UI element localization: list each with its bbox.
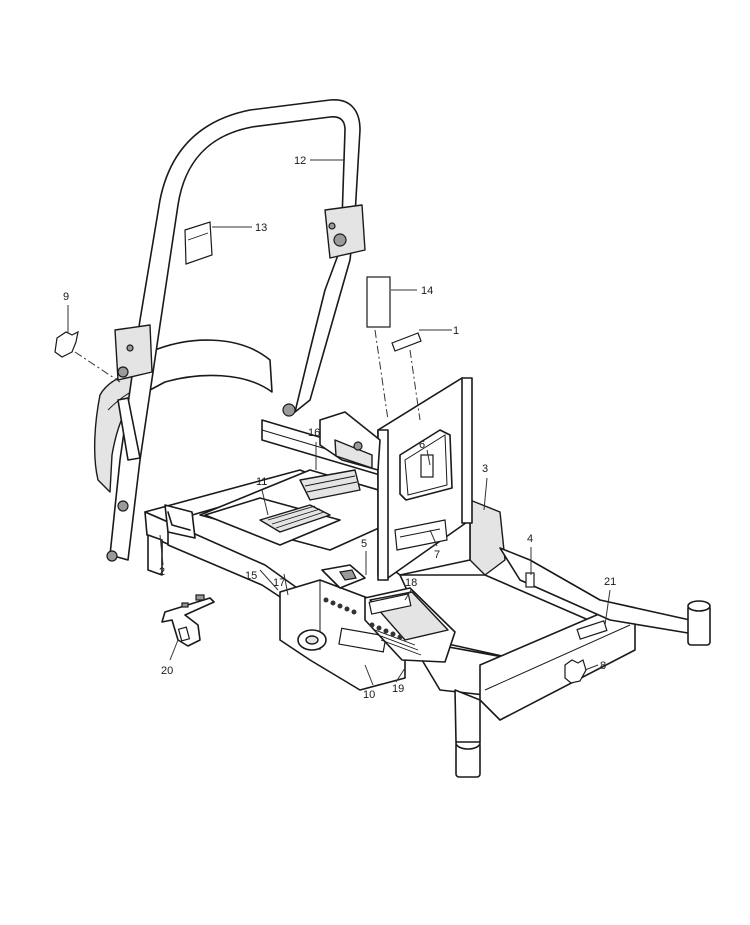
explode-line-9 bbox=[74, 351, 121, 383]
callout-19: 19 bbox=[392, 683, 404, 695]
fender-bracket bbox=[323, 587, 456, 663]
callout-16: 16 bbox=[308, 427, 320, 439]
seat-latch bbox=[321, 564, 366, 589]
callout-3: 3 bbox=[482, 463, 488, 475]
callout-9: 9 bbox=[63, 291, 69, 303]
floor-deck bbox=[164, 469, 361, 546]
callout-18: 18 bbox=[405, 577, 417, 589]
callout-20: 20 bbox=[161, 665, 173, 677]
callout-4: 4 bbox=[527, 533, 533, 545]
decal-14 bbox=[366, 276, 391, 328]
seat-mount-plate bbox=[377, 377, 473, 581]
callout-15: 15 bbox=[245, 570, 257, 582]
decal-8-tag bbox=[564, 659, 587, 684]
callout-1: 1 bbox=[453, 325, 459, 337]
callout-13: 13 bbox=[255, 222, 267, 234]
explode-line-14 bbox=[374, 329, 389, 421]
callout-6: 6 bbox=[419, 439, 425, 451]
explode-line-1 bbox=[409, 349, 421, 421]
callout-2: 2 bbox=[159, 566, 165, 578]
control-console bbox=[319, 411, 381, 471]
callout-10: 10 bbox=[363, 689, 375, 701]
decal-6 bbox=[420, 454, 434, 478]
bracket-20 bbox=[161, 594, 215, 647]
callout-17: 17 bbox=[273, 577, 285, 589]
roll-bar bbox=[106, 99, 366, 562]
decal-13 bbox=[184, 221, 213, 265]
decal-1 bbox=[391, 332, 422, 352]
callout-labels: 1 2 3 4 5 6 7 8 9 10 11 12 13 14 15 16 1… bbox=[63, 155, 616, 701]
decal-9-tag bbox=[54, 330, 79, 358]
callout-8: 8 bbox=[600, 660, 606, 672]
front-decals bbox=[525, 572, 608, 640]
callout-11: 11 bbox=[256, 476, 267, 488]
callout-7: 7 bbox=[434, 549, 440, 561]
callout-14: 14 bbox=[421, 285, 433, 297]
callout-5: 5 bbox=[361, 538, 367, 550]
leader-lines bbox=[67, 159, 611, 686]
callout-21: 21 bbox=[604, 576, 616, 588]
callout-12: 12 bbox=[294, 155, 306, 167]
